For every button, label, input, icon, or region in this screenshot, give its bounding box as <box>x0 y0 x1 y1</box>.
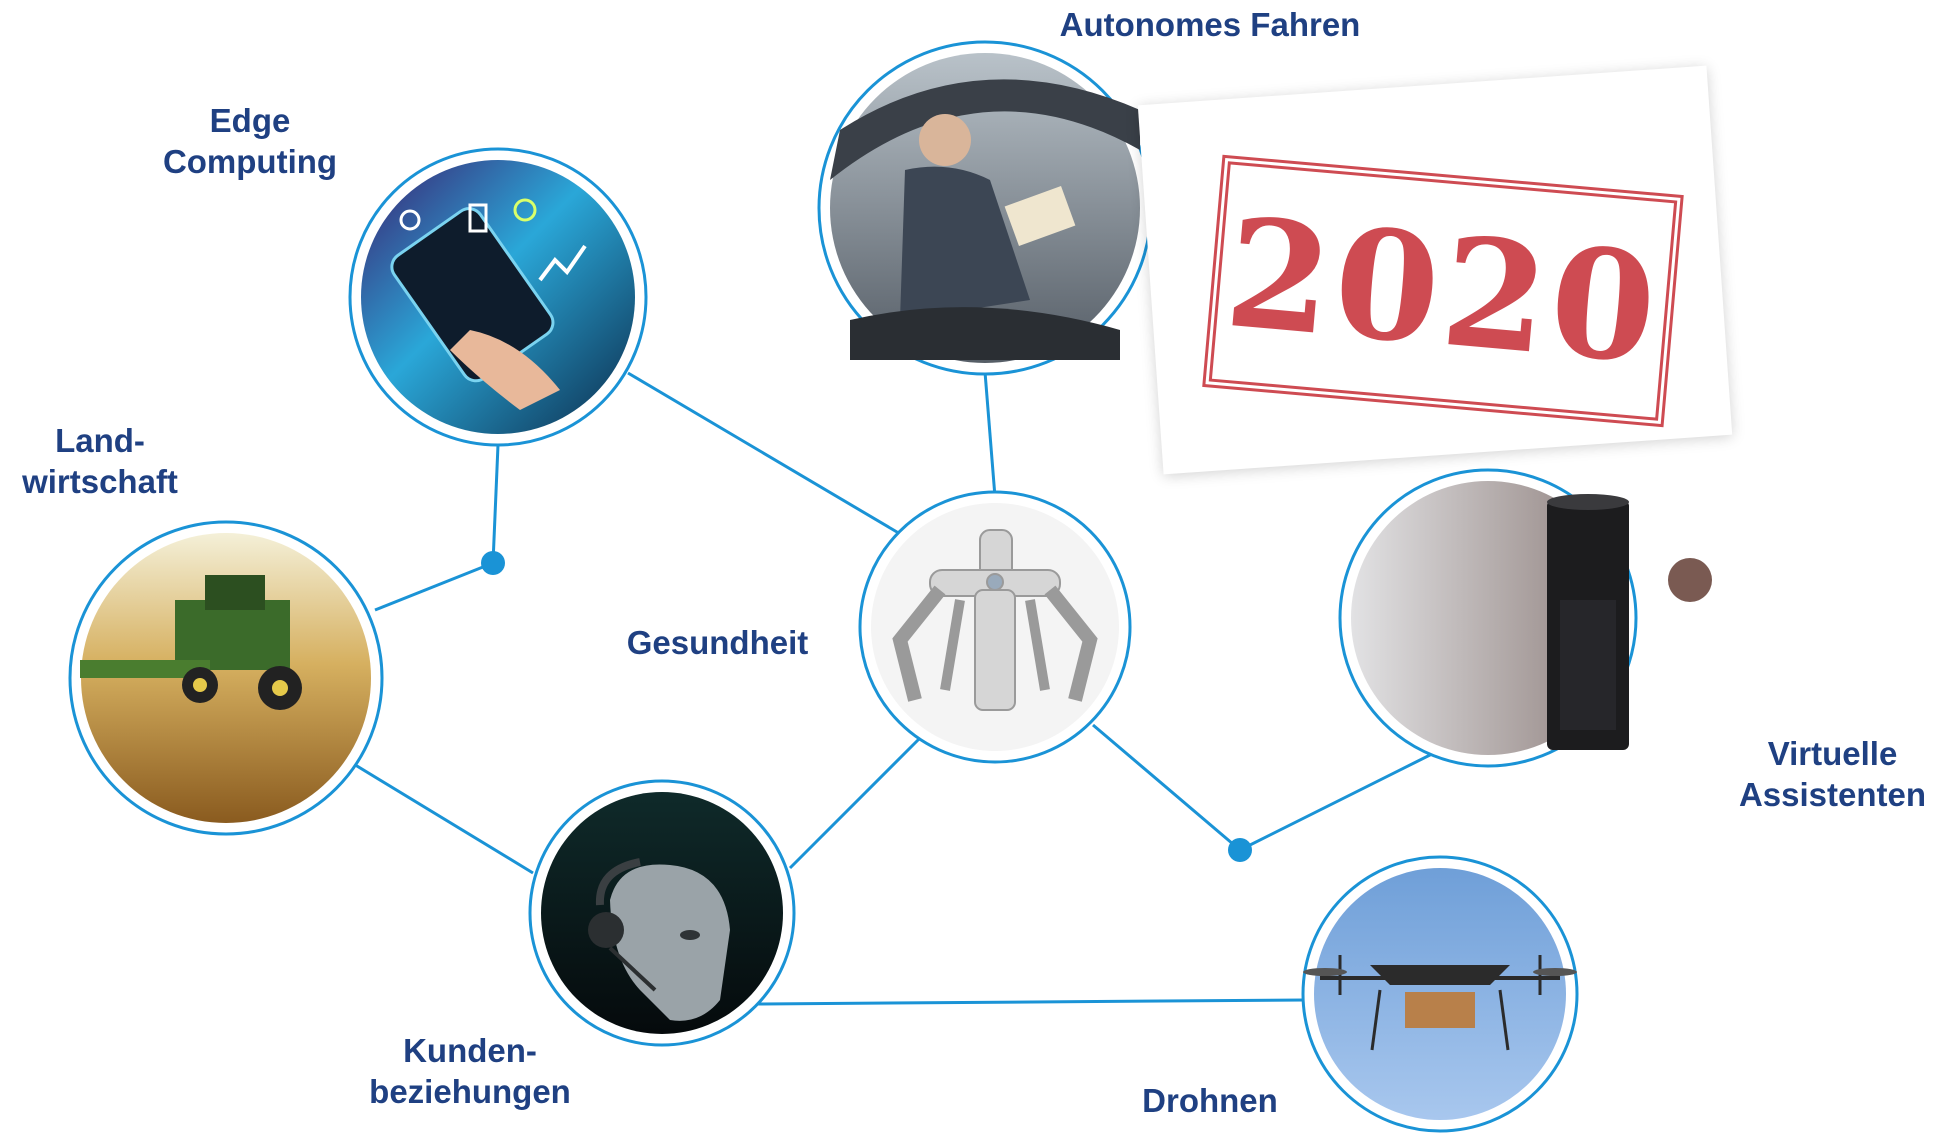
connector-line <box>1092 723 1241 852</box>
node-landwirtschaft <box>68 520 384 836</box>
node-drohnen <box>1301 855 1579 1133</box>
label-line: Drohnen <box>1142 1082 1278 1119</box>
connector-line <box>351 761 534 875</box>
junction-dot <box>481 551 505 575</box>
label-line: beziehungen <box>369 1073 571 1110</box>
node-autonomes-fahren <box>817 40 1153 376</box>
label-drohnen: Drohnen <box>1110 1080 1310 1121</box>
label-line: Gesundheit <box>626 624 809 661</box>
smartphone-data-icon <box>390 198 587 410</box>
smart-speaker-icon <box>1547 494 1712 750</box>
label-virtuelle-assistenten: Virtuelle Assistenten <box>1730 733 1935 815</box>
connector-line <box>491 444 500 564</box>
node-edge-computing <box>348 147 648 447</box>
node-kundenbeziehungen <box>528 779 796 1047</box>
connector-line <box>983 371 997 498</box>
connector-line <box>627 371 903 537</box>
label-line: Computing <box>162 143 338 180</box>
label-line: Kunden- <box>403 1032 537 1069</box>
year-stamp: 2020 <box>1137 65 1733 475</box>
label-line: Virtuelle <box>1767 735 1898 772</box>
android-headset-icon <box>588 858 730 1021</box>
combine-harvester-icon <box>80 575 302 710</box>
node-virtuelle-assistenten <box>1338 468 1712 768</box>
stamp-frame: 2020 <box>1202 154 1684 428</box>
connector-lines <box>351 371 1489 1006</box>
label-line: wirtschaft <box>22 463 178 500</box>
node-gesundheit <box>858 490 1132 764</box>
label-landwirtschaft: Land- wirtschaft <box>0 420 200 502</box>
label-line: Autonomes Fahren <box>1059 6 1361 43</box>
label-edge-computing: Edge Computing <box>150 100 350 182</box>
junction-dot <box>1228 838 1252 862</box>
connector-line <box>374 561 494 612</box>
connector-line <box>788 736 922 870</box>
connector-line <box>754 998 1306 1006</box>
label-line: Assistenten <box>1738 776 1927 813</box>
autonomous-car-interior-icon <box>830 79 1140 360</box>
label-autonomes-fahren: Autonomes Fahren <box>1010 4 1410 45</box>
delivery-drone-icon <box>1303 955 1577 1051</box>
label-line: Land- <box>55 422 145 459</box>
label-gesundheit: Gesundheit <box>600 622 835 663</box>
label-line: Edge <box>209 102 291 139</box>
stamp-year-text: 2020 <box>1219 184 1667 398</box>
surgical-robot-icon <box>892 529 1098 711</box>
label-kundenbeziehungen: Kunden- beziehungen <box>350 1030 590 1112</box>
